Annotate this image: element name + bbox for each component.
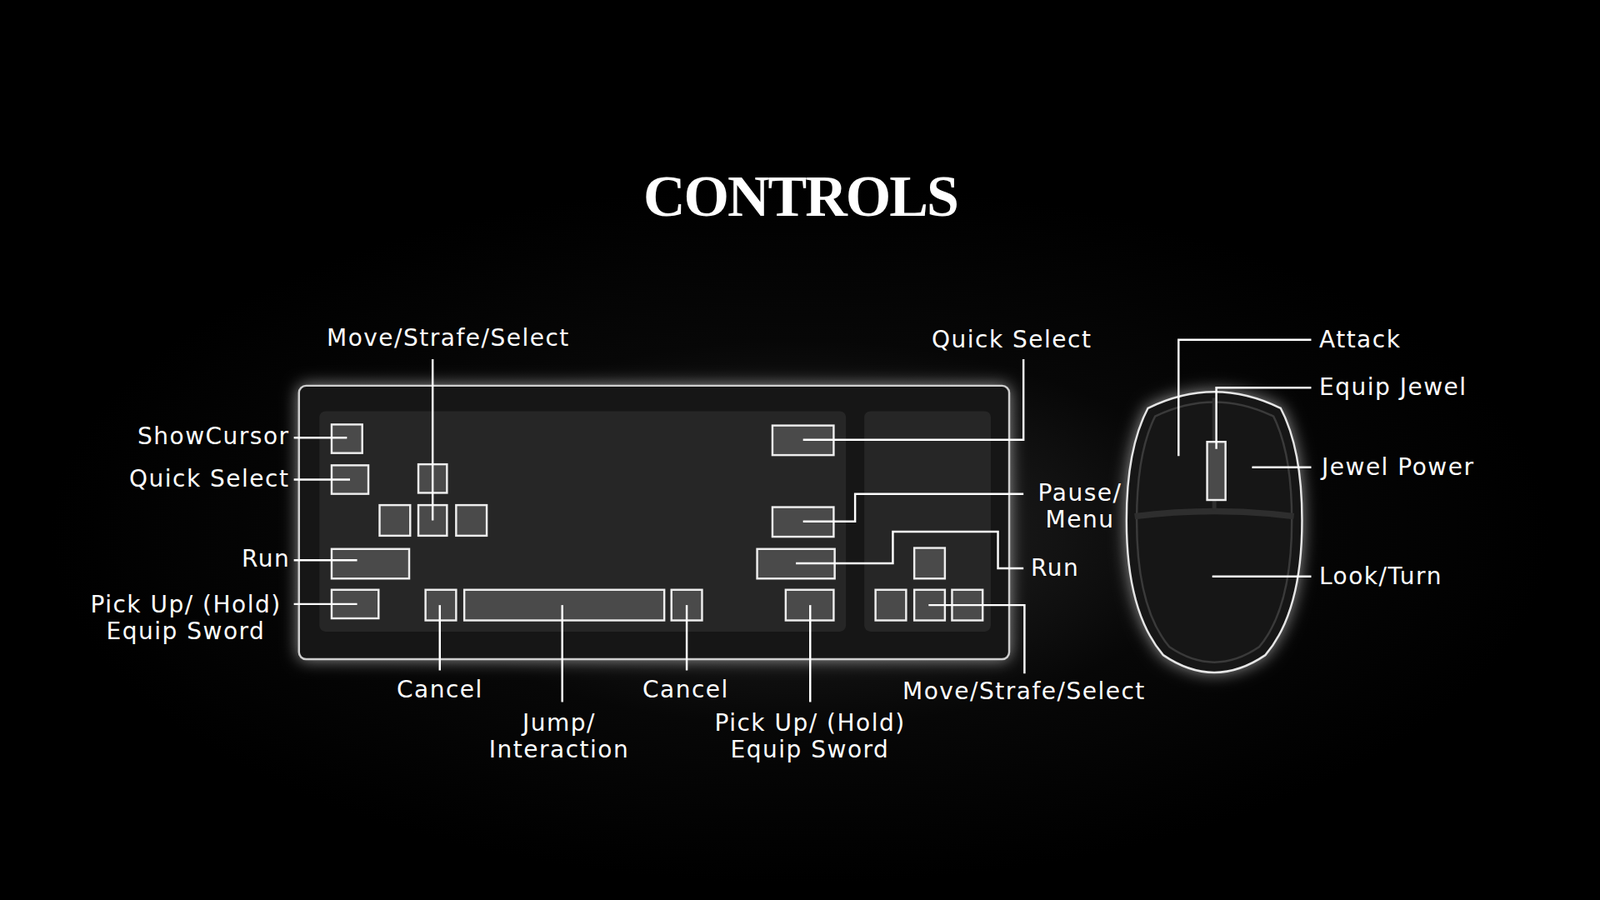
keyboard-panel	[319, 410, 846, 631]
control-label: Pause/ Menu	[1030, 480, 1130, 534]
leader-line	[431, 359, 434, 520]
leader-line	[685, 605, 688, 670]
key	[380, 505, 411, 536]
control-label: ShowCursor	[137, 423, 290, 450]
leader-line	[803, 494, 1024, 522]
leader-line	[1216, 387, 1312, 449]
mouse-inner	[1136, 401, 1292, 662]
keys	[331, 424, 983, 620]
key	[331, 549, 410, 580]
leader-line	[1251, 466, 1311, 469]
leader-line	[795, 531, 1024, 569]
leader-line	[294, 478, 350, 480]
control-label: Attack	[1319, 326, 1401, 354]
mouse	[1126, 391, 1303, 673]
control-label: Run	[1030, 555, 1080, 582]
control-label: Equip Jewel	[1319, 374, 1468, 401]
key	[425, 590, 457, 621]
leader-line	[809, 605, 811, 702]
mouse-button-split	[1135, 510, 1295, 516]
leader-line	[294, 559, 358, 561]
key	[464, 590, 665, 621]
control-label: Cancel	[642, 676, 730, 704]
control-label: Jewel Power	[1321, 454, 1475, 481]
key	[914, 548, 945, 580]
leader-line	[803, 359, 1024, 440]
control-label: Look/Turn	[1319, 563, 1443, 590]
leader-lines	[294, 340, 1312, 703]
control-label: Move/Strafe/Select	[326, 325, 570, 352]
key	[331, 424, 363, 453]
leader-line	[439, 605, 441, 670]
control-label: Run	[241, 545, 290, 573]
mouse-body	[1126, 391, 1303, 673]
leader-line	[1178, 340, 1311, 457]
control-label: Cancel	[396, 676, 484, 704]
leader-line	[1212, 575, 1312, 578]
leader-line	[294, 603, 358, 605]
scroll-wheel	[1207, 441, 1226, 500]
control-label: Jump/ Interaction	[484, 710, 635, 764]
numpad-panel	[864, 410, 991, 631]
key	[875, 590, 907, 621]
screen-title: CONTROLS	[643, 164, 958, 229]
control-label: Pick Up/ (Hold) Equip Sword	[81, 591, 290, 645]
keyboard-body	[299, 385, 1010, 660]
control-label: Move/Strafe/Select	[902, 678, 1146, 705]
leader-line	[560, 605, 563, 702]
leader-line	[294, 436, 348, 439]
control-label: Quick Select	[129, 465, 290, 493]
keyboard	[299, 385, 1010, 660]
control-label: Quick Select	[931, 326, 1092, 354]
control-label: Pick Up/ (Hold) Equip Sword	[705, 710, 915, 764]
leader-line	[928, 605, 1025, 674]
key	[455, 505, 487, 536]
